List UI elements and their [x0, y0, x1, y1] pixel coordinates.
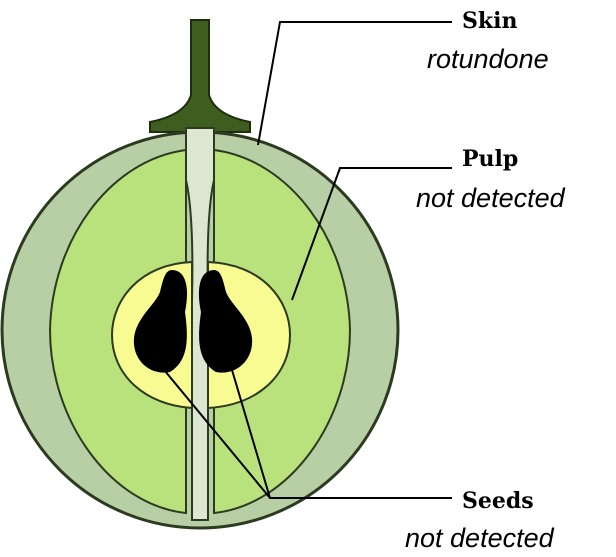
skin-leader-line	[258, 22, 452, 145]
pulp-label-description: not detected	[416, 185, 565, 212]
seeds-label-title: Seeds	[462, 490, 534, 512]
skin-label-description: rotundone	[427, 46, 549, 73]
pulp-label-title: Pulp	[462, 148, 518, 170]
stem	[150, 20, 250, 132]
seeds-label-description: not detected	[405, 525, 554, 552]
skin-label-title: Skin	[462, 10, 517, 32]
